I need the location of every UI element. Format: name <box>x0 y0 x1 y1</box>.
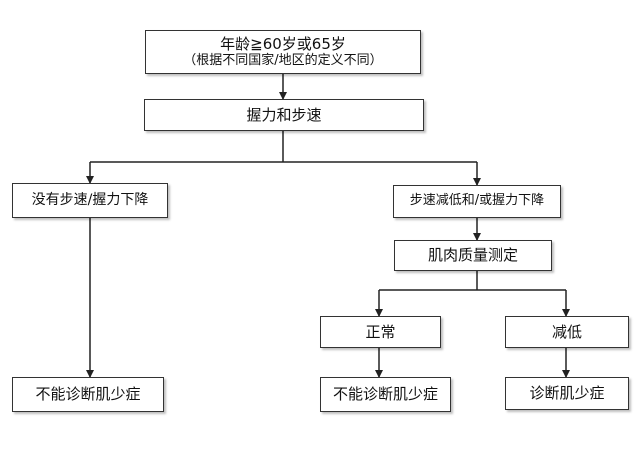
diagnosed-label: 诊断肌少症 <box>529 384 605 403</box>
normal-label: 正常 <box>365 322 396 341</box>
decline-label: 步速减低和/或握力下降 <box>409 193 545 209</box>
not-diagnosed-left-box: 不能诊断肌少症 <box>12 377 164 412</box>
reduced-label: 减低 <box>551 322 582 341</box>
muscle-mass-label: 肌肉质量测定 <box>427 246 518 265</box>
muscle-mass-box: 肌肉质量测定 <box>394 240 552 271</box>
no-decline-box: 没有步速/握力下降 <box>12 183 168 218</box>
decline-box: 步速减低和/或握力下降 <box>393 185 561 218</box>
not-diagnosed-mid-box: 不能诊断肌少症 <box>320 377 451 412</box>
grip-speed-label: 握力和步速 <box>246 105 322 124</box>
reduced-box: 减低 <box>505 316 629 348</box>
age-criteria-box: 年龄≧60岁或65岁 （根据不同国家/地区的定义不同） <box>145 30 421 74</box>
grip-speed-box: 握力和步速 <box>144 99 424 131</box>
no-decline-label: 没有步速/握力下降 <box>31 191 149 208</box>
not-diagnosed-mid-label: 不能诊断肌少症 <box>332 385 438 404</box>
age-criteria-line2: （根据不同国家/地区的定义不同） <box>183 53 383 69</box>
age-criteria-line1: 年龄≧60岁或65岁 <box>220 34 346 53</box>
normal-box: 正常 <box>320 316 441 348</box>
not-diagnosed-left-label: 不能诊断肌少症 <box>35 385 141 404</box>
diagnosed-box: 诊断肌少症 <box>505 377 629 410</box>
